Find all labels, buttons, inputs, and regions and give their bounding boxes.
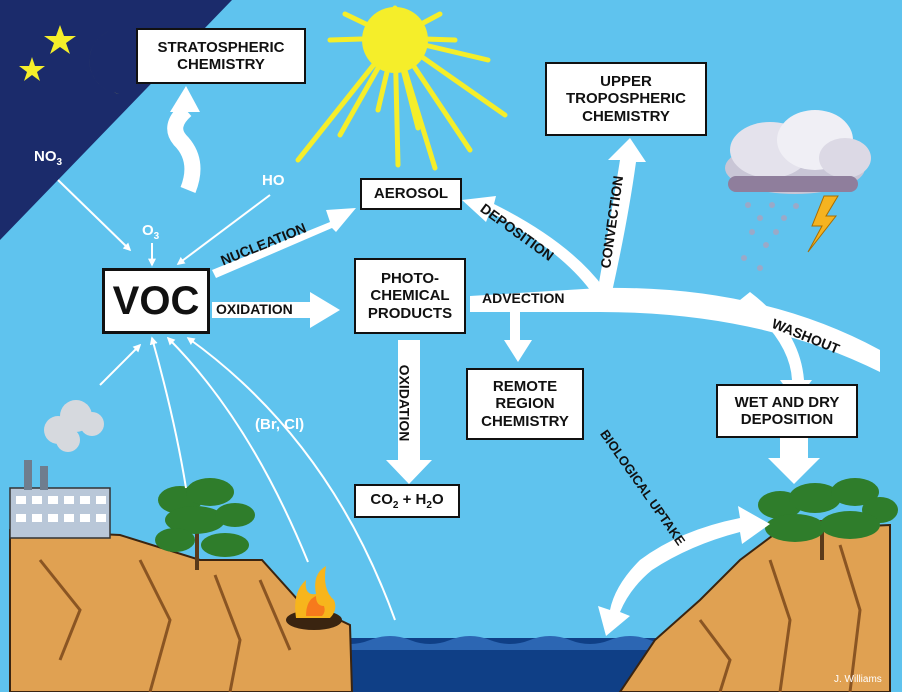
author-credit: J. Williams bbox=[834, 674, 882, 685]
voc-label: VOC bbox=[112, 279, 200, 323]
oxidation-vertical-label: OXIDATION bbox=[396, 364, 413, 442]
ho-label: HO bbox=[262, 172, 285, 189]
tree-arrow bbox=[149, 336, 187, 489]
oxidation-arrow bbox=[212, 292, 340, 328]
convection-arrow bbox=[598, 138, 646, 292]
nucleation-arrow bbox=[212, 208, 356, 278]
wet-and-dry-deposition-label: WET AND DRY DEPOSITION bbox=[734, 393, 840, 428]
advection-remote-arrow bbox=[472, 298, 532, 362]
factory-icon bbox=[9, 460, 111, 539]
oxidation-label: OXIDATION bbox=[216, 301, 293, 317]
factory-arrow bbox=[99, 343, 142, 386]
trees-right bbox=[758, 478, 898, 560]
stratospheric-arrow bbox=[167, 104, 201, 193]
co2-h2o-box: CO2 + H2O bbox=[354, 484, 460, 518]
oxidation-vertical-arrow bbox=[386, 340, 432, 484]
ho-arrow bbox=[176, 194, 271, 265]
stratospheric-chemistry-box: STRATOSPHERIC CHEMISTRY bbox=[136, 28, 306, 84]
trees-left bbox=[155, 478, 255, 570]
photochemical-products-label: PHOTO- CHEMICAL PRODUCTS bbox=[367, 270, 453, 322]
aerosol-box: AEROSOL bbox=[360, 178, 462, 210]
ocean-arrow bbox=[186, 337, 396, 621]
aerosol-label: AEROSOL bbox=[373, 185, 449, 203]
right-cliff bbox=[618, 523, 891, 693]
advection-label: ADVECTION bbox=[482, 290, 565, 306]
star-icon bbox=[19, 57, 45, 81]
photochemical-products-box: PHOTO- CHEMICAL PRODUCTS bbox=[354, 258, 466, 334]
upper-tropospheric-chemistry-label: UPPER TROPOSPHERIC CHEMISTRY bbox=[565, 73, 686, 125]
deposition-arrow bbox=[462, 196, 604, 290]
advection-arrow bbox=[470, 287, 880, 372]
br-cl-label: (Br, Cl) bbox=[255, 416, 305, 433]
voc-box: VOC bbox=[102, 268, 210, 334]
wet-dry-arrow bbox=[740, 292, 812, 402]
no3-arrow bbox=[57, 179, 132, 252]
star-icon bbox=[44, 25, 76, 54]
smoke-icon bbox=[44, 400, 104, 452]
co2-h2o-label: CO2 + H2O bbox=[370, 490, 444, 511]
upper-tropospheric-chemistry-box: UPPER TROPOSPHERIC CHEMISTRY bbox=[545, 62, 707, 136]
remote-region-chemistry-label: REMOTE REGION CHEMISTRY bbox=[481, 378, 569, 430]
wet-and-dry-deposition-box: WET AND DRY DEPOSITION bbox=[716, 384, 858, 438]
fire-icon bbox=[286, 566, 342, 630]
remote-region-chemistry-box: REMOTE REGION CHEMISTRY bbox=[466, 368, 584, 440]
stratospheric-chemistry-label: STRATOSPHERIC CHEMISTRY bbox=[157, 38, 285, 73]
fire-arrow bbox=[166, 336, 309, 563]
o3-label: O3 bbox=[142, 222, 160, 242]
no3-label: NO3 bbox=[34, 148, 63, 168]
storm-cloud-icon bbox=[725, 110, 871, 271]
biological-uptake-arrow bbox=[598, 506, 770, 636]
